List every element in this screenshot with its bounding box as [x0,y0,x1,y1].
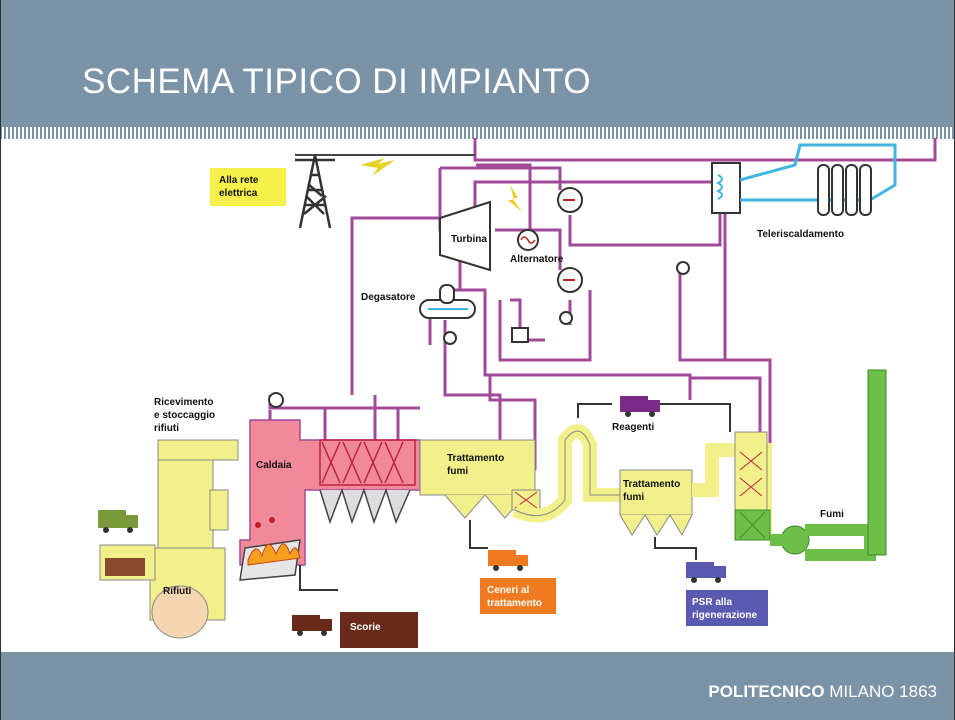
lightning-icon [360,158,395,176]
tipping-truck-icon [105,558,145,576]
stack [734,369,887,561]
reagenti-label: Reagenti [612,422,654,433]
caldaia-label: Caldaia [256,460,292,471]
ricevimento-label-1: Ricevimento [154,397,213,408]
header-ruler [0,126,955,139]
slide-border-left [0,0,1,720]
ricevimento-label-3: rifiuti [154,423,179,434]
psr-label-1: PSR alla [692,597,732,608]
ricevimento-label-2: e stoccaggio [154,410,215,421]
scorie-box [340,612,418,648]
footer-brand-bold: POLITECNICO [708,682,825,701]
pump-icon [268,392,284,408]
trattamento1-label-1: Trattamento [447,453,504,464]
turbine-icon [439,200,491,272]
psr-box [686,590,768,626]
slide-footer [0,652,955,720]
grid-label-line1: Alla rete [219,175,259,186]
truck-icon-brown [292,615,332,636]
radiator-icon [817,164,872,216]
teleriscaldamento-label: Teleriscaldamento [757,229,844,240]
condenser-icons [443,187,690,345]
truck-icon-blue [686,562,726,583]
pylon-icon [295,154,335,229]
truck-icon-green [98,510,138,533]
rifiuti-label: Rifiuti [163,586,192,597]
district-heating: Teleriscaldamento [711,143,897,240]
flue-treatment-1 [419,439,541,519]
ceneri-label-1: Ceneri al [487,585,529,596]
slide-title: SCHEMA TIPICO DI IMPIANTO [82,62,592,101]
lightning-icon-2 [508,185,522,212]
psr-label-2: rigenerazione [692,610,757,621]
ceneri-label-2: trattamento [487,598,542,609]
footer-brand: POLITECNICO MILANO 1863 [708,682,937,702]
grid-label-box [210,168,286,206]
power-line: Alla rete elettrica [210,154,522,229]
trattamento1-label-2: fumi [447,466,468,477]
waste-bunker [99,439,239,639]
trattamento2-label-2: fumi [623,492,644,503]
truck-icon-orange [488,550,528,571]
grid-label-line2: elettrica [219,188,258,199]
waste-pile [151,585,209,639]
trattamento2-label-1: Trattamento [623,479,680,490]
turbina-label: Turbina [451,234,487,245]
flame-icon [247,543,301,566]
heat-exchanger-icon [511,327,529,343]
degasatore-icon [419,284,476,319]
footer-brand-rest: MILANO 1863 [824,682,937,701]
slide-header [0,0,955,126]
ceneri-box [480,578,556,614]
truck-icon-purple [620,396,660,417]
scorie-label: Scorie [350,622,381,633]
alternatore-label: Alternatore [510,254,564,265]
boiler [239,392,421,581]
degasatore-label: Degasatore [361,292,416,303]
steam-lines [268,138,937,500]
fumi-label: Fumi [820,509,844,520]
